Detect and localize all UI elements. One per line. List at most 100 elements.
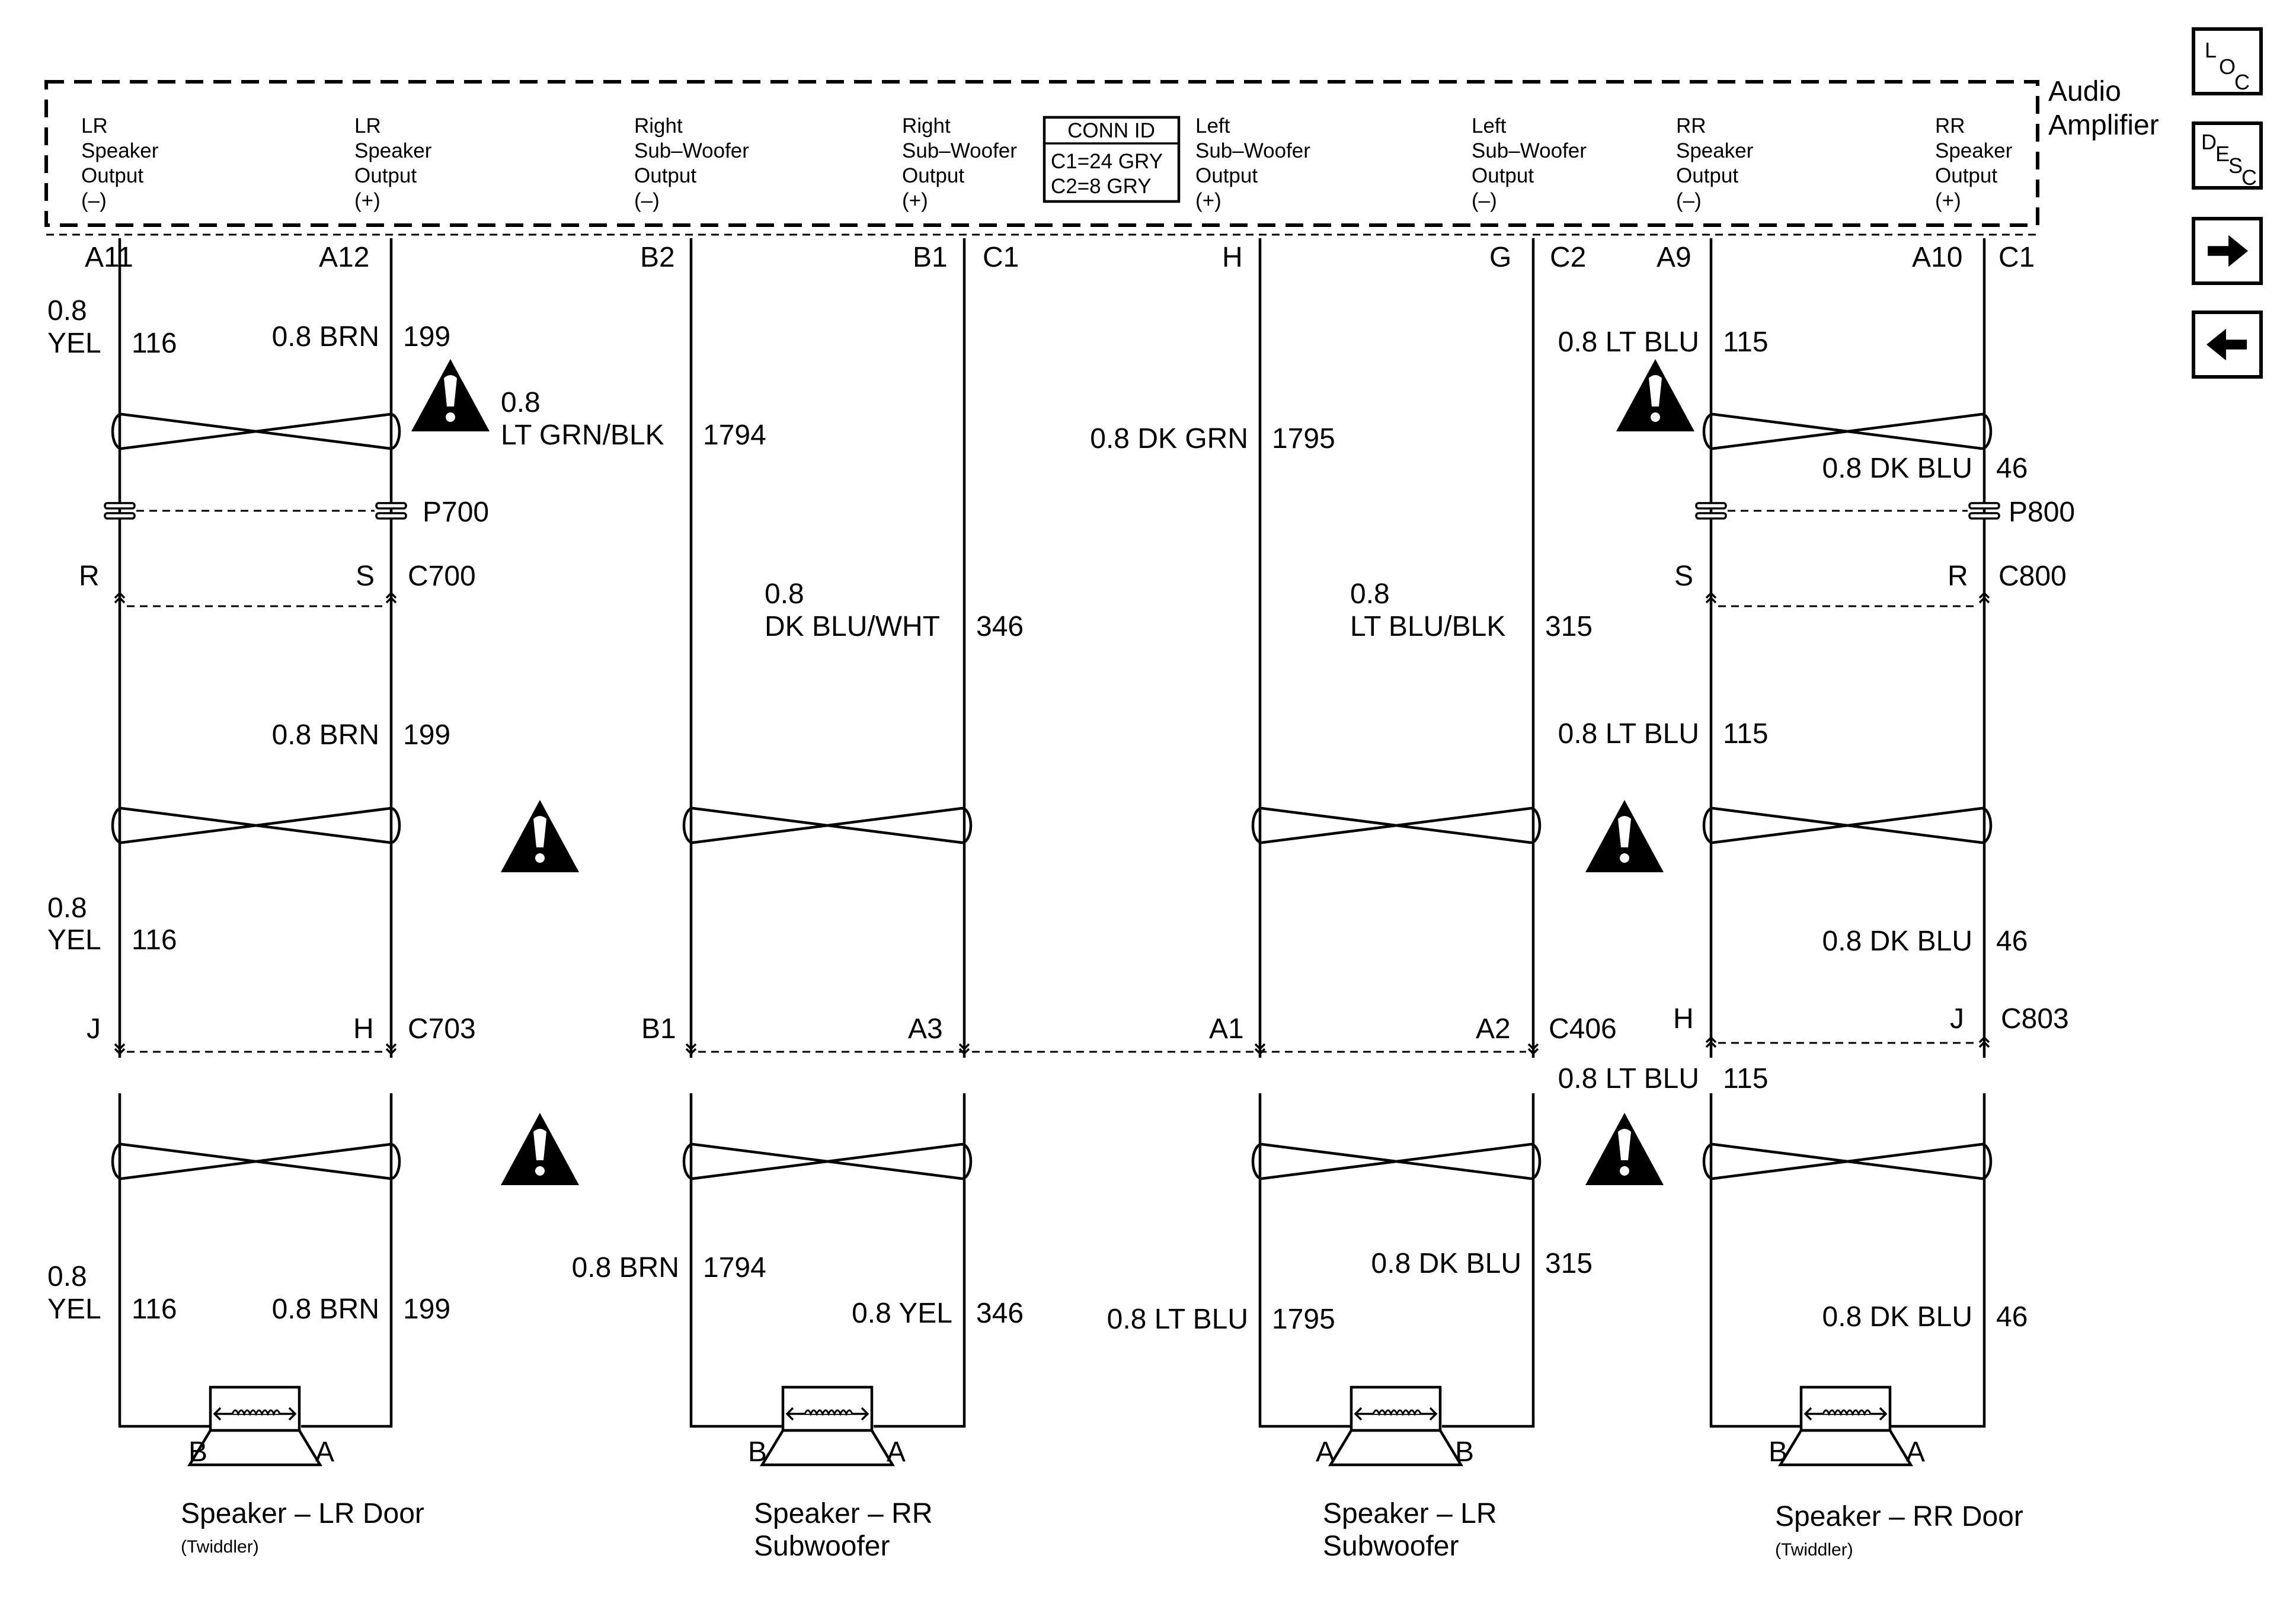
speaker-name: Speaker – RR: [754, 1498, 932, 1529]
svg-text:Sub–Woofer: Sub–Woofer: [1472, 139, 1587, 162]
pin-label: B: [1769, 1436, 1787, 1468]
wire-color: LT BLU/BLK: [1350, 611, 1505, 642]
speaker-name: Subwoofer: [1323, 1531, 1459, 1562]
svg-text:Right: Right: [634, 114, 683, 137]
twisted-pair: [113, 414, 399, 449]
module-name: Amplifier: [2048, 110, 2159, 141]
pin-label: J: [1950, 1003, 1964, 1035]
twisted-pair: [1253, 1144, 1540, 1179]
svg-text:LR: LR: [354, 114, 381, 137]
pin-label: A: [1906, 1436, 1925, 1468]
wire-color: 0.8 BRN: [272, 1294, 379, 1325]
svg-text:Output: Output: [354, 164, 417, 187]
svg-text:Speaker: Speaker: [81, 139, 159, 162]
wire-gauge: 0.8: [47, 892, 87, 924]
pin-label: B: [188, 1436, 207, 1468]
circuit-number: 46: [1996, 453, 2028, 484]
pin-label: A: [887, 1436, 906, 1468]
pin-label: A10: [1912, 242, 1962, 273]
next-button[interactable]: [2192, 217, 2263, 285]
svg-text:(+): (+): [1195, 189, 1221, 212]
pin-label: A11: [85, 242, 133, 273]
previous-button[interactable]: [2192, 311, 2263, 379]
svg-text:(+): (+): [1935, 189, 1961, 212]
svg-text:RR: RR: [1935, 114, 1965, 137]
wire-color: LT GRN/BLK: [501, 420, 664, 451]
svg-text:Speaker: Speaker: [1676, 139, 1754, 162]
wire-color: 0.8 YEL: [852, 1298, 952, 1329]
circuit-number: 199: [403, 321, 450, 353]
svg-text:LR: LR: [81, 114, 108, 137]
svg-text:Output: Output: [634, 164, 696, 187]
circuit-number: 1794: [703, 420, 766, 451]
speaker-lr-door: B A Speaker – LR Door (Twiddler): [181, 1387, 424, 1557]
next-arrow-icon: [2208, 235, 2249, 267]
speaker-name: Subwoofer: [754, 1531, 890, 1562]
pin-label: G: [1489, 242, 1511, 273]
wire-color: 0.8 DK BLU: [1822, 1301, 1972, 1333]
circuit-number: 115: [1723, 718, 1769, 750]
twisted-pair: [684, 1144, 971, 1179]
twisted-pair: [1253, 808, 1540, 843]
pin-label: B1: [641, 1013, 676, 1045]
circuit-number: 315: [1545, 611, 1593, 642]
pin-label: B1: [913, 242, 948, 273]
warning-icon: [411, 359, 490, 431]
warning-icon: [501, 1113, 579, 1185]
wire-color: 0.8 LT BLU: [1558, 327, 1699, 358]
svg-text:Output: Output: [902, 164, 964, 187]
warning-icon: [1616, 359, 1694, 431]
pin-label: S: [356, 561, 375, 592]
svg-text:(+): (+): [902, 189, 928, 212]
pin-label: C2: [1550, 242, 1586, 273]
speaker-name: Speaker – RR Door: [1775, 1501, 2023, 1532]
wires: [118, 238, 1986, 1428]
speaker-rr-door: B A Speaker – RR Door (Twiddler): [1769, 1387, 2023, 1560]
conn-id-box: CONN ID C1=24 GRY C2=8 GRY: [1043, 116, 1181, 203]
pin-label: A2: [1476, 1013, 1511, 1045]
circuit-number: 115: [1723, 327, 1769, 358]
svg-text:(+): (+): [354, 189, 380, 212]
pin-label: A: [315, 1436, 334, 1468]
pin-label: A1: [1209, 1013, 1244, 1045]
circuit-number: 116: [132, 328, 177, 359]
svg-text:RR: RR: [1676, 114, 1706, 137]
location-button[interactable]: L O C: [2192, 27, 2263, 95]
twisted-pair: [1704, 414, 1991, 449]
wire-color: 0.8 DK GRN: [1090, 423, 1248, 454]
svg-text:C2=8 GRY: C2=8 GRY: [1051, 175, 1152, 198]
svg-text:Output: Output: [81, 164, 143, 187]
pin-label: J: [87, 1013, 101, 1045]
pin-label: R: [1948, 561, 1968, 592]
wire-color: DK BLU/WHT: [765, 611, 940, 642]
speaker-icon: [1331, 1387, 1461, 1465]
pin-label: C1: [983, 242, 1019, 273]
warning-icon: [1585, 1113, 1664, 1185]
speaker-note: (Twiddler): [181, 1537, 259, 1557]
prev-arrow-icon: [2206, 328, 2247, 361]
svg-text:Output: Output: [1472, 164, 1534, 187]
svg-text:Output: Output: [1195, 164, 1258, 187]
circuit-number: 199: [403, 719, 450, 751]
wire-color: 0.8 BRN: [572, 1252, 679, 1283]
speaker-icon: [1780, 1387, 1911, 1465]
wire-color: 0.8 DK BLU: [1822, 453, 1972, 484]
svg-text:C1=24 GRY: C1=24 GRY: [1051, 150, 1163, 173]
pin-label: A12: [319, 242, 369, 273]
svg-text:Output: Output: [1676, 164, 1738, 187]
pin-label: C1: [1998, 242, 2035, 273]
circuit-number: 116: [132, 1294, 177, 1325]
svg-text:Speaker: Speaker: [1935, 139, 2013, 162]
svg-text:Sub–Woofer: Sub–Woofer: [1195, 139, 1310, 162]
description-button[interactable]: D E S C: [2192, 121, 2263, 190]
twisted-pair: [113, 1144, 399, 1179]
svg-text:Left: Left: [1472, 114, 1507, 137]
svg-text:Speaker: Speaker: [354, 139, 432, 162]
speaker-icon: [190, 1387, 320, 1465]
